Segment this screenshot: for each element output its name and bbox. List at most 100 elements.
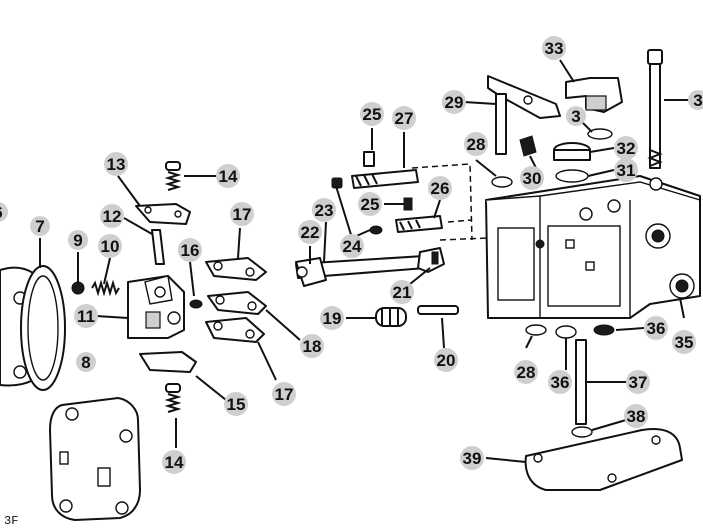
callout-6: 6: [0, 202, 8, 222]
callout-32: 32: [614, 136, 638, 160]
callout-bubble: [178, 238, 202, 262]
callout-bubble: [0, 202, 8, 222]
callout-label: 26: [431, 179, 450, 198]
callout-28: 28: [464, 132, 488, 156]
gasket-ring: [20, 265, 66, 391]
callout-39: 39: [460, 446, 484, 470]
callout-36: 36: [644, 316, 668, 340]
pin-37: [575, 339, 587, 425]
callout-bubble: [300, 334, 324, 358]
callout-label: 36: [647, 319, 666, 338]
callout-label: 37: [629, 373, 648, 392]
callout-label: 23: [315, 201, 334, 220]
callout-18: 18: [300, 334, 324, 358]
side-cover-plate: [49, 397, 141, 521]
callout-21: 21: [390, 280, 414, 304]
callout-label: 11: [77, 307, 95, 326]
nut-24: [369, 225, 383, 235]
callout-label: 24: [343, 237, 362, 256]
callout-bubble: [626, 370, 650, 394]
main-housing: [485, 175, 701, 319]
callout-label: 17: [275, 385, 294, 404]
callout-bubble: [428, 176, 452, 200]
callout-label: 8: [81, 353, 90, 372]
callout-label: 31: [617, 161, 636, 180]
callout-label: 27: [395, 109, 414, 128]
pin-20: [417, 305, 459, 315]
callout-bubble: [672, 330, 696, 354]
callout-label: 6: [0, 203, 3, 222]
washer-28-lower: [525, 324, 547, 336]
callout-7: 7: [30, 216, 50, 236]
callout-12: 12: [100, 204, 124, 228]
bracket-29: [487, 75, 561, 155]
callout-bubble: [360, 102, 384, 126]
callout-11: 11: [74, 304, 98, 328]
link-plate-13: [135, 203, 191, 225]
callout-30: 30: [520, 166, 544, 190]
link-17-upper: [205, 257, 267, 281]
callout-29: 29: [442, 90, 466, 114]
callout-label: 35: [675, 333, 694, 352]
washer-38: [571, 426, 593, 438]
plate-15: [139, 351, 197, 373]
callout-bubble: [162, 450, 186, 474]
spring-19: [375, 307, 407, 327]
callout-17: 17: [230, 202, 254, 226]
callout-label: 32: [617, 139, 636, 158]
washer-16: [189, 299, 203, 309]
callout-38: 38: [624, 404, 648, 428]
callout-label: 25: [363, 105, 382, 124]
callout-37: 37: [626, 370, 650, 394]
callout-bubble: [340, 234, 364, 258]
pin-25-upper: [363, 151, 375, 167]
callout-label: 29: [445, 93, 464, 112]
long-bolt: [647, 49, 663, 169]
callout-label: 7: [35, 217, 44, 236]
spring-10: [91, 279, 120, 297]
callout-label: 14: [219, 167, 238, 186]
callout-label: 38: [627, 407, 646, 426]
callout-25: 25: [360, 102, 384, 126]
callout-label: 20: [437, 351, 456, 370]
callout-bubble: [224, 392, 248, 416]
plug-32: [553, 142, 591, 161]
callout-label: 10: [101, 237, 120, 256]
callout-label: 36: [551, 373, 570, 392]
callout-14: 14: [162, 450, 186, 474]
callout-26: 26: [428, 176, 452, 200]
callout-9: 9: [68, 230, 88, 250]
callout-layer: 6789101112131414151617171819202122232425…: [0, 36, 703, 474]
callout-label: 21: [393, 283, 412, 302]
callout-bubble: [100, 204, 124, 228]
callout-bubble: [520, 166, 544, 190]
callout-bubble: [614, 158, 638, 182]
callout-label: 33: [545, 39, 564, 58]
callout-8: 8: [76, 352, 96, 372]
callout-bubble: [68, 230, 88, 250]
callout-label: 19: [323, 309, 342, 328]
callout-13: 13: [104, 152, 128, 176]
callout-label: 28: [517, 363, 536, 382]
callout-bubble: [74, 304, 98, 328]
callout-bubble: [548, 370, 572, 394]
callout-bubble: [434, 348, 458, 372]
callout-10: 10: [98, 234, 122, 258]
callout-label: 30: [523, 169, 542, 188]
washer-36-right: [593, 324, 615, 336]
washer-28-upper: [491, 176, 513, 188]
callout-33: 33: [542, 36, 566, 60]
callout-28: 28: [514, 360, 538, 384]
callout-20: 20: [434, 348, 458, 372]
callout-label: 28: [467, 135, 486, 154]
pin-25-lower: [403, 197, 413, 211]
callout-24: 24: [340, 234, 364, 258]
callout-label: 22: [301, 223, 320, 242]
callout-label: 3: [693, 91, 702, 110]
lever-end-22: [295, 257, 327, 287]
callout-bubble: [464, 132, 488, 156]
washer-31: [555, 169, 589, 183]
link-18: [207, 291, 267, 315]
